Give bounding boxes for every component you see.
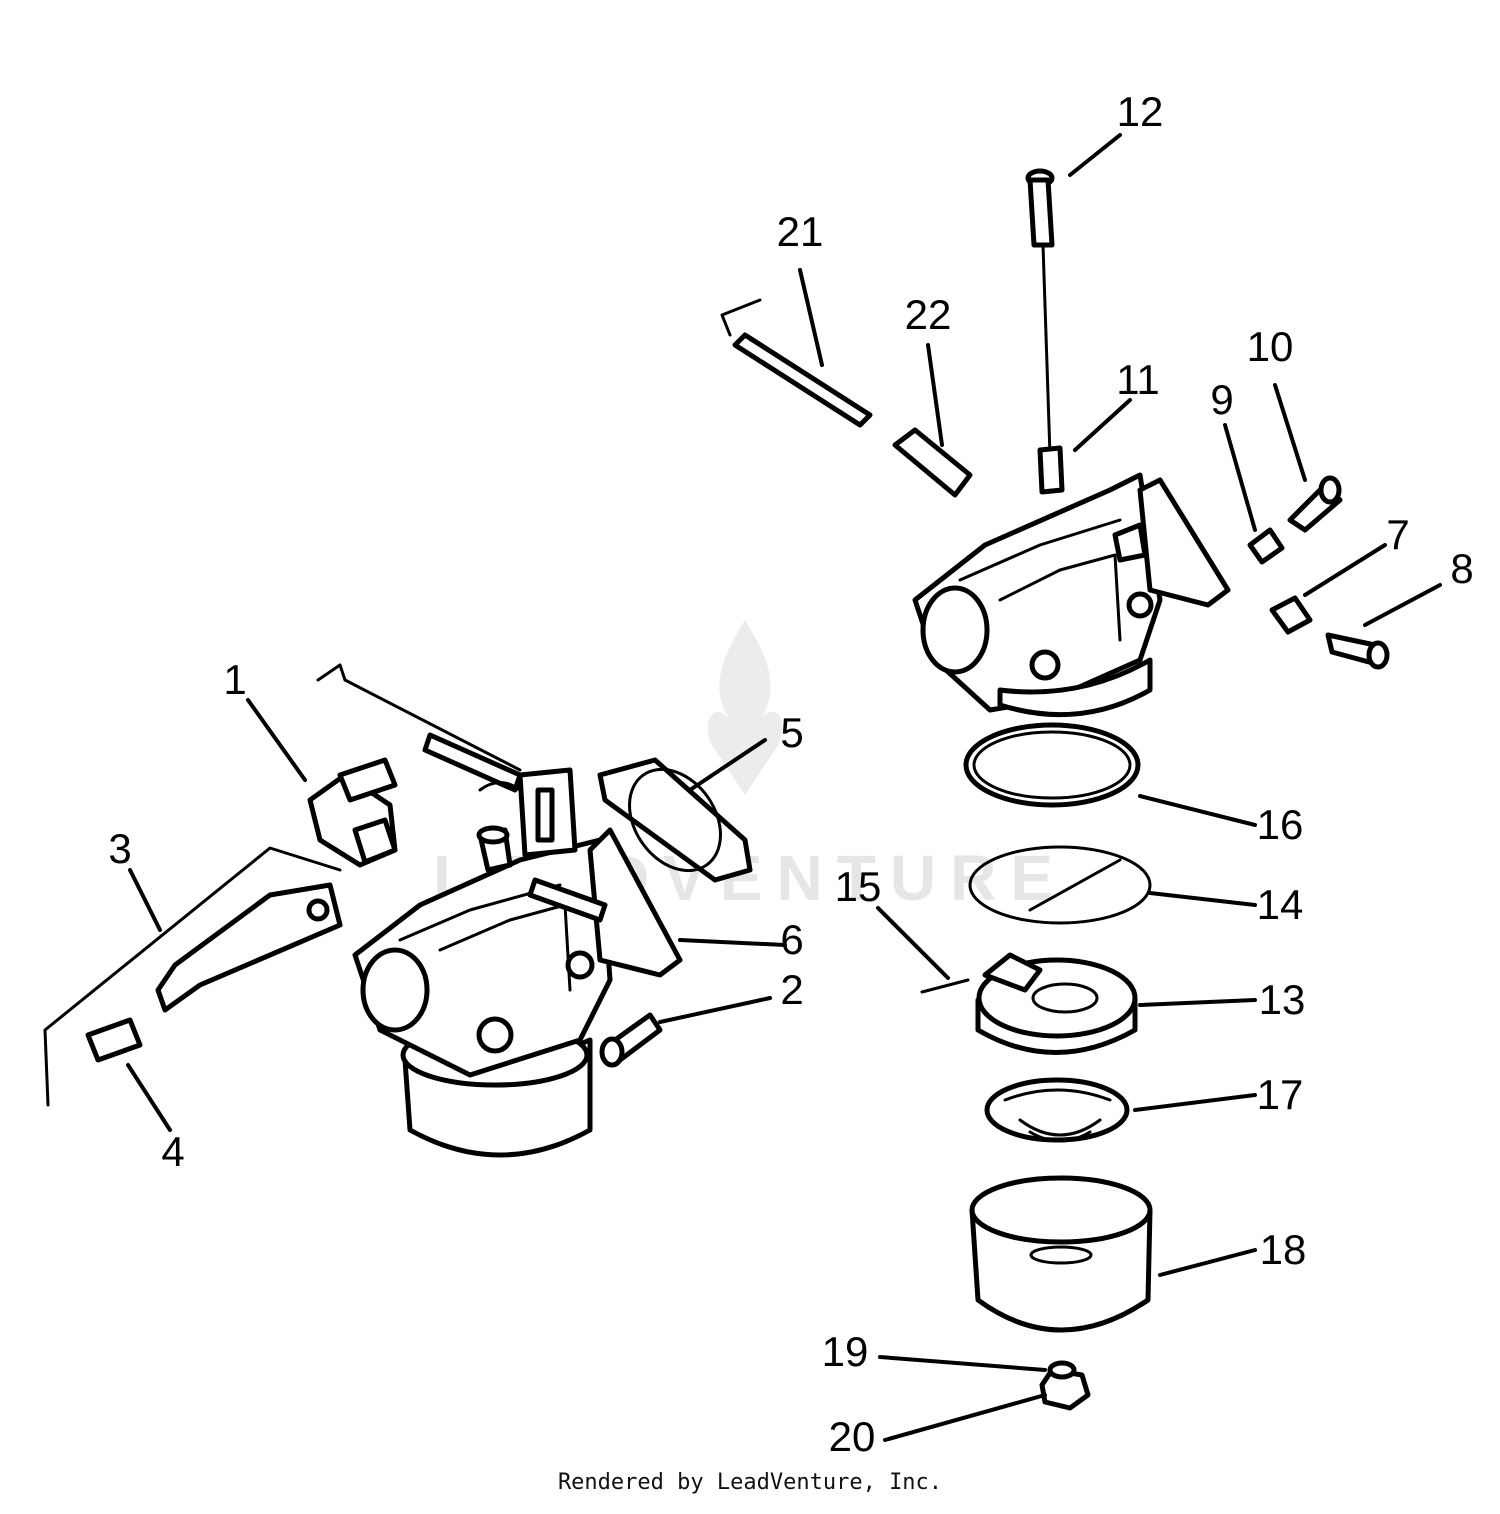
callout-20: 20 xyxy=(829,1413,876,1460)
carburetor-body xyxy=(912,472,1231,718)
leader-lines xyxy=(126,133,1442,1442)
callout-6: 6 xyxy=(780,916,803,963)
callout-9: 9 xyxy=(1210,376,1233,423)
part-14-gasket xyxy=(968,845,1152,925)
footer-credit: Rendered by LeadVenture, Inc. xyxy=(557,1470,943,1495)
part-19-20-nut xyxy=(1039,1360,1091,1411)
callout-22: 22 xyxy=(905,291,952,338)
part-4-clip xyxy=(85,1017,143,1063)
part-11-spring xyxy=(1037,445,1065,495)
part-18-fuel-bowl xyxy=(969,1175,1153,1333)
assembled-carburetor xyxy=(316,663,683,1158)
part-13-float xyxy=(975,952,1138,1055)
callout-2: 2 xyxy=(780,966,803,1013)
callout-14: 14 xyxy=(1257,881,1304,928)
callout-18: 18 xyxy=(1260,1226,1307,1273)
callout-8: 8 xyxy=(1450,545,1473,592)
callout-19: 19 xyxy=(822,1328,869,1375)
part-12-needle xyxy=(1025,168,1055,457)
callout-5: 5 xyxy=(780,709,803,756)
callout-16: 16 xyxy=(1257,801,1304,848)
part-7-spring xyxy=(1269,595,1313,635)
part-17-bowl-gasket xyxy=(984,1077,1130,1143)
part-8-screw xyxy=(1325,632,1390,670)
part-16-o-ring xyxy=(963,722,1141,808)
part-21-screw-spring xyxy=(720,298,873,428)
part-22-pin xyxy=(892,427,973,498)
callout-7: 7 xyxy=(1386,511,1409,558)
part-1-fuel-elbow xyxy=(307,757,398,868)
callout-15: 15 xyxy=(835,863,882,910)
part-15-pin xyxy=(920,978,970,994)
callout-13: 13 xyxy=(1259,976,1306,1023)
callout-21: 21 xyxy=(777,208,824,255)
callout-labels: 1 2 3 4 5 6 7 8 9 10 11 12 13 14 15 16 1… xyxy=(108,88,1473,1460)
callout-11: 11 xyxy=(1116,356,1160,403)
part-5-gasket xyxy=(597,757,753,883)
flame-v-logo-icon xyxy=(707,620,783,795)
callout-12: 12 xyxy=(1117,88,1164,135)
callout-17: 17 xyxy=(1257,1071,1304,1118)
part-9-spring xyxy=(1247,527,1285,565)
callout-3: 3 xyxy=(108,825,131,872)
callout-1: 1 xyxy=(223,656,246,703)
part-3-link-wire xyxy=(43,846,343,1107)
callout-10: 10 xyxy=(1247,323,1294,370)
part-10-screw xyxy=(1287,475,1343,533)
part-2-bolt xyxy=(599,1012,663,1068)
callout-4: 4 xyxy=(161,1128,184,1175)
